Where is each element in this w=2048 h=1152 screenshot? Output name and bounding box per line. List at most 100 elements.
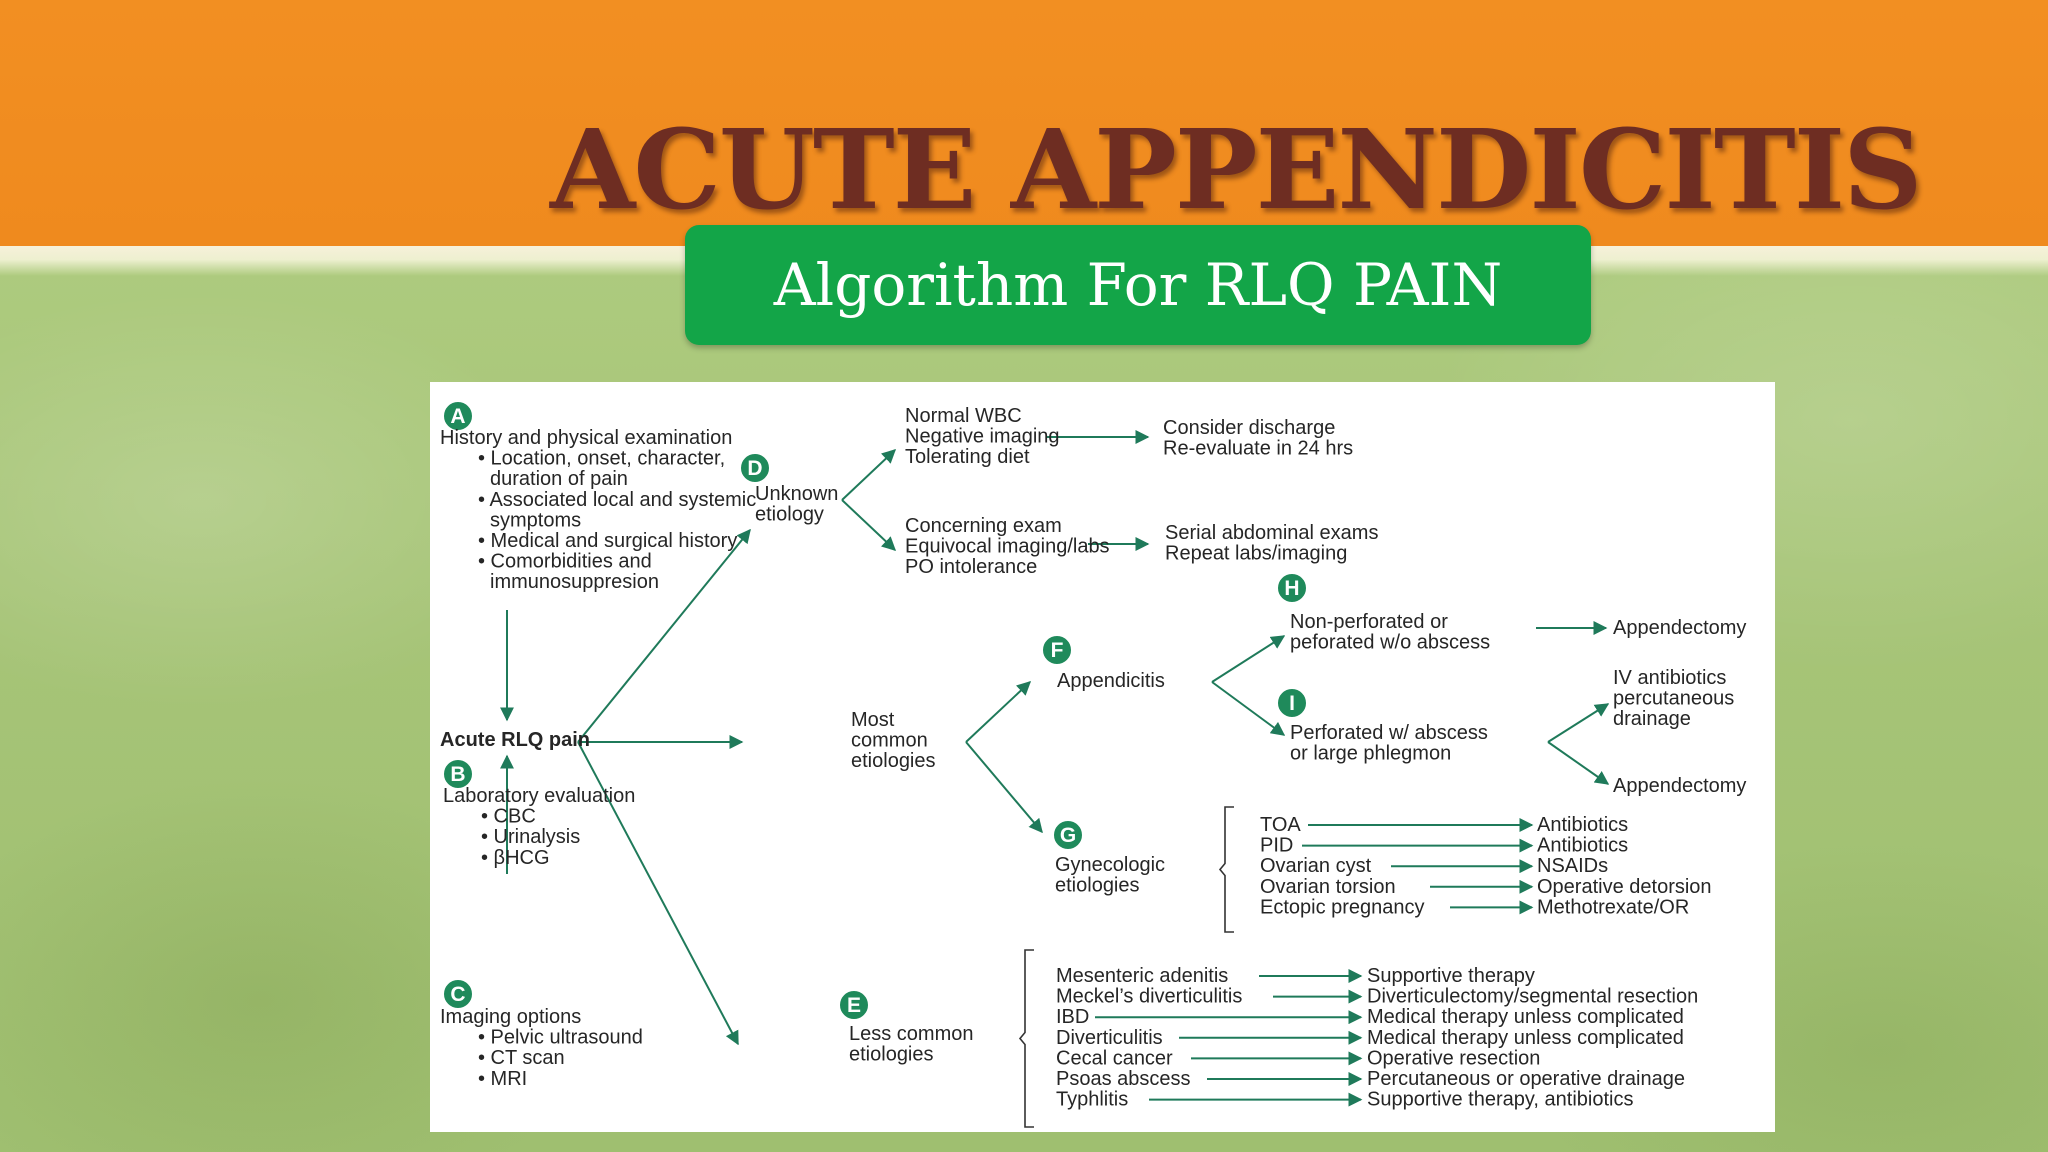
less-common-cause-4: Diverticulitis (1056, 1027, 1163, 1049)
badge-b-circle (442, 758, 474, 790)
connector-arrows (500, 430, 1610, 1107)
appendicitis-label: Appendicitis (1057, 670, 1165, 692)
gyn-cause-4: Ovarian torsion (1260, 876, 1396, 898)
discharge-result-line-1: Consider discharge (1163, 417, 1335, 439)
acute-rlq-pain-label: Acute RLQ pain (440, 729, 590, 751)
badge-e-circle (838, 989, 870, 1021)
arrow-most-to-gynecologic (965, 741, 1043, 834)
gynecologic-bracket (1218, 806, 1234, 933)
badge-g-circle (1052, 819, 1084, 851)
gynecologic-etiologies-line-2: etiologies (1055, 875, 1140, 897)
unknown-etiology-line-2: etiology (755, 504, 824, 526)
non-perforated-line-1: Non-perforated or (1290, 611, 1448, 633)
badge-b-letter: B (450, 763, 465, 786)
less-common-treatment-5: Operative resection (1367, 1047, 1540, 1069)
slide-title: ACUTE APPENDICITIS (550, 105, 1923, 234)
arrow-perforated-to-appendectomy (1547, 741, 1610, 785)
discharge-result-line-2: Re-evaluate in 24 hrs (1163, 438, 1353, 460)
less-common-bracket (1018, 949, 1034, 1128)
history-exam-line-6: • Medical and surgical history (478, 530, 737, 552)
less-common-etiologies-line-2: etiologies (849, 1044, 934, 1066)
badge-c-circle (442, 978, 474, 1010)
badge-c-letter: C (450, 983, 465, 1006)
less-common-cause-1: Mesenteric adenitis (1056, 965, 1228, 987)
gyn-cause-5: Ectopic pregnancy (1260, 896, 1425, 918)
history-exam-line-5: symptoms (490, 509, 581, 531)
gyn-treatment-4: Operative detorsion (1537, 876, 1712, 898)
non-perforated-line-2: peforated w/o abscess (1290, 632, 1490, 654)
normal-wbc-branch-line-1: Normal WBC (905, 405, 1022, 427)
normal-wbc-branch-line-3: Tolerating diet (905, 446, 1030, 468)
lab-evaluation-line-4: • βHCG (481, 847, 550, 869)
imaging-options-line-2: • Pelvic ultrasound (478, 1027, 643, 1049)
normal-wbc-branch-line-2: Negative imaging (905, 426, 1060, 448)
gyn-treatment-1: Antibiotics (1537, 814, 1628, 836)
grouping-brackets (1018, 806, 1234, 1128)
gyn-treatment-5: Methotrexate/OR (1537, 896, 1689, 918)
less-common-treatment-1: Supportive therapy (1367, 965, 1535, 987)
arrow-center-to-less-common (577, 741, 739, 1046)
most-common-etiologies-line-1: Most (851, 709, 895, 731)
imaging-options-line-1: Imaging options (440, 1006, 581, 1028)
less-common-treatment-7: Supportive therapy, antibiotics (1367, 1089, 1633, 1111)
less-common-etiologies-line-1: Less common (849, 1023, 974, 1045)
badge-e-letter: E (847, 994, 861, 1017)
iv-antibiotics-drainage-line-1: IV antibiotics (1613, 667, 1726, 689)
less-common-cause-2: Meckel’s diverticulitis (1056, 986, 1242, 1008)
iv-antibiotics-drainage-line-2: percutaneous (1613, 688, 1734, 710)
less-common-cause-6: Psoas abscess (1056, 1068, 1191, 1090)
less-common-cause-7: Typhlitis (1056, 1089, 1128, 1111)
appendectomy-label-1: Appendectomy (1613, 617, 1746, 639)
lab-evaluation-line-3: • Urinalysis (481, 826, 580, 848)
less-common-treatment-3: Medical therapy unless complicated (1367, 1006, 1684, 1028)
gynecologic-etiologies-line-1: Gynecologic (1055, 854, 1165, 876)
less-common-treatment-4: Medical therapy unless complicated (1367, 1027, 1684, 1049)
gyn-cause-2: PID (1260, 835, 1293, 857)
arrow-appendicitis-to-perforated (1211, 681, 1286, 736)
imaging-options-line-3: • CT scan (478, 1047, 565, 1069)
history-exam-line-1: History and physical examination (440, 427, 732, 449)
perforated-abscess-line-1: Perforated w/ abscess (1290, 722, 1488, 744)
less-common-cause-3: IBD (1056, 1006, 1089, 1028)
badge-f-circle (1041, 634, 1073, 666)
title-band (0, 0, 2048, 246)
badge-f-letter: F (1051, 639, 1064, 662)
most-common-etiologies-line-3: etiologies (851, 750, 936, 772)
appendectomy-label-2: Appendectomy (1613, 775, 1746, 797)
concerning-branch-line-3: PO intolerance (905, 556, 1037, 578)
gyn-cause-1: TOA (1260, 814, 1301, 836)
badge-a-circle (442, 400, 474, 432)
history-exam-line-4: • Associated local and systemic (478, 489, 756, 511)
gyn-treatment-3: NSAIDs (1537, 855, 1608, 877)
badge-a-letter: A (450, 405, 465, 428)
serial-exam-result-line-2: Repeat labs/imaging (1165, 543, 1347, 565)
history-exam-line-8: immunosuppresion (490, 571, 659, 593)
badge-h-circle (1276, 572, 1308, 604)
slide-subtitle: Algorithm For RLQ PAIN (773, 251, 1503, 319)
less-common-cause-5: Cecal cancer (1056, 1047, 1173, 1069)
badge-i-letter: I (1289, 692, 1295, 715)
gyn-cause-3: Ovarian cyst (1260, 855, 1372, 877)
arrow-unknown-to-normal (841, 449, 897, 501)
arrow-unknown-to-concerning (841, 499, 897, 551)
perforated-abscess-line-2: or large phlegmon (1290, 743, 1451, 765)
unknown-etiology-line-1: Unknown (755, 483, 838, 505)
badge-h-letter: H (1284, 577, 1299, 600)
lab-evaluation-line-2: • CBC (481, 806, 536, 828)
lab-evaluation-line-1: Laboratory evaluation (443, 785, 635, 807)
concerning-branch-line-2: Equivocal imaging/labs (905, 536, 1110, 558)
serial-exam-result-line-1: Serial abdominal exams (1165, 522, 1378, 544)
concerning-branch-line-1: Concerning exam (905, 515, 1062, 537)
less-common-treatment-6: Percutaneous or operative drainage (1367, 1068, 1685, 1090)
badge-d-circle (739, 452, 771, 484)
less-common-treatment-2: Diverticulectomy/segmental resection (1367, 986, 1698, 1008)
history-exam-line-3: duration of pain (490, 468, 628, 490)
imaging-options-line-4: • MRI (478, 1068, 527, 1090)
badge-d-letter: D (747, 457, 762, 480)
history-exam-line-7: • Comorbidities and (478, 551, 652, 573)
history-exam-line-2: • Location, onset, character, (478, 448, 725, 470)
arrow-appendicitis-to-nonperforated (1211, 635, 1286, 683)
arrow-center-to-unknown (577, 528, 751, 743)
